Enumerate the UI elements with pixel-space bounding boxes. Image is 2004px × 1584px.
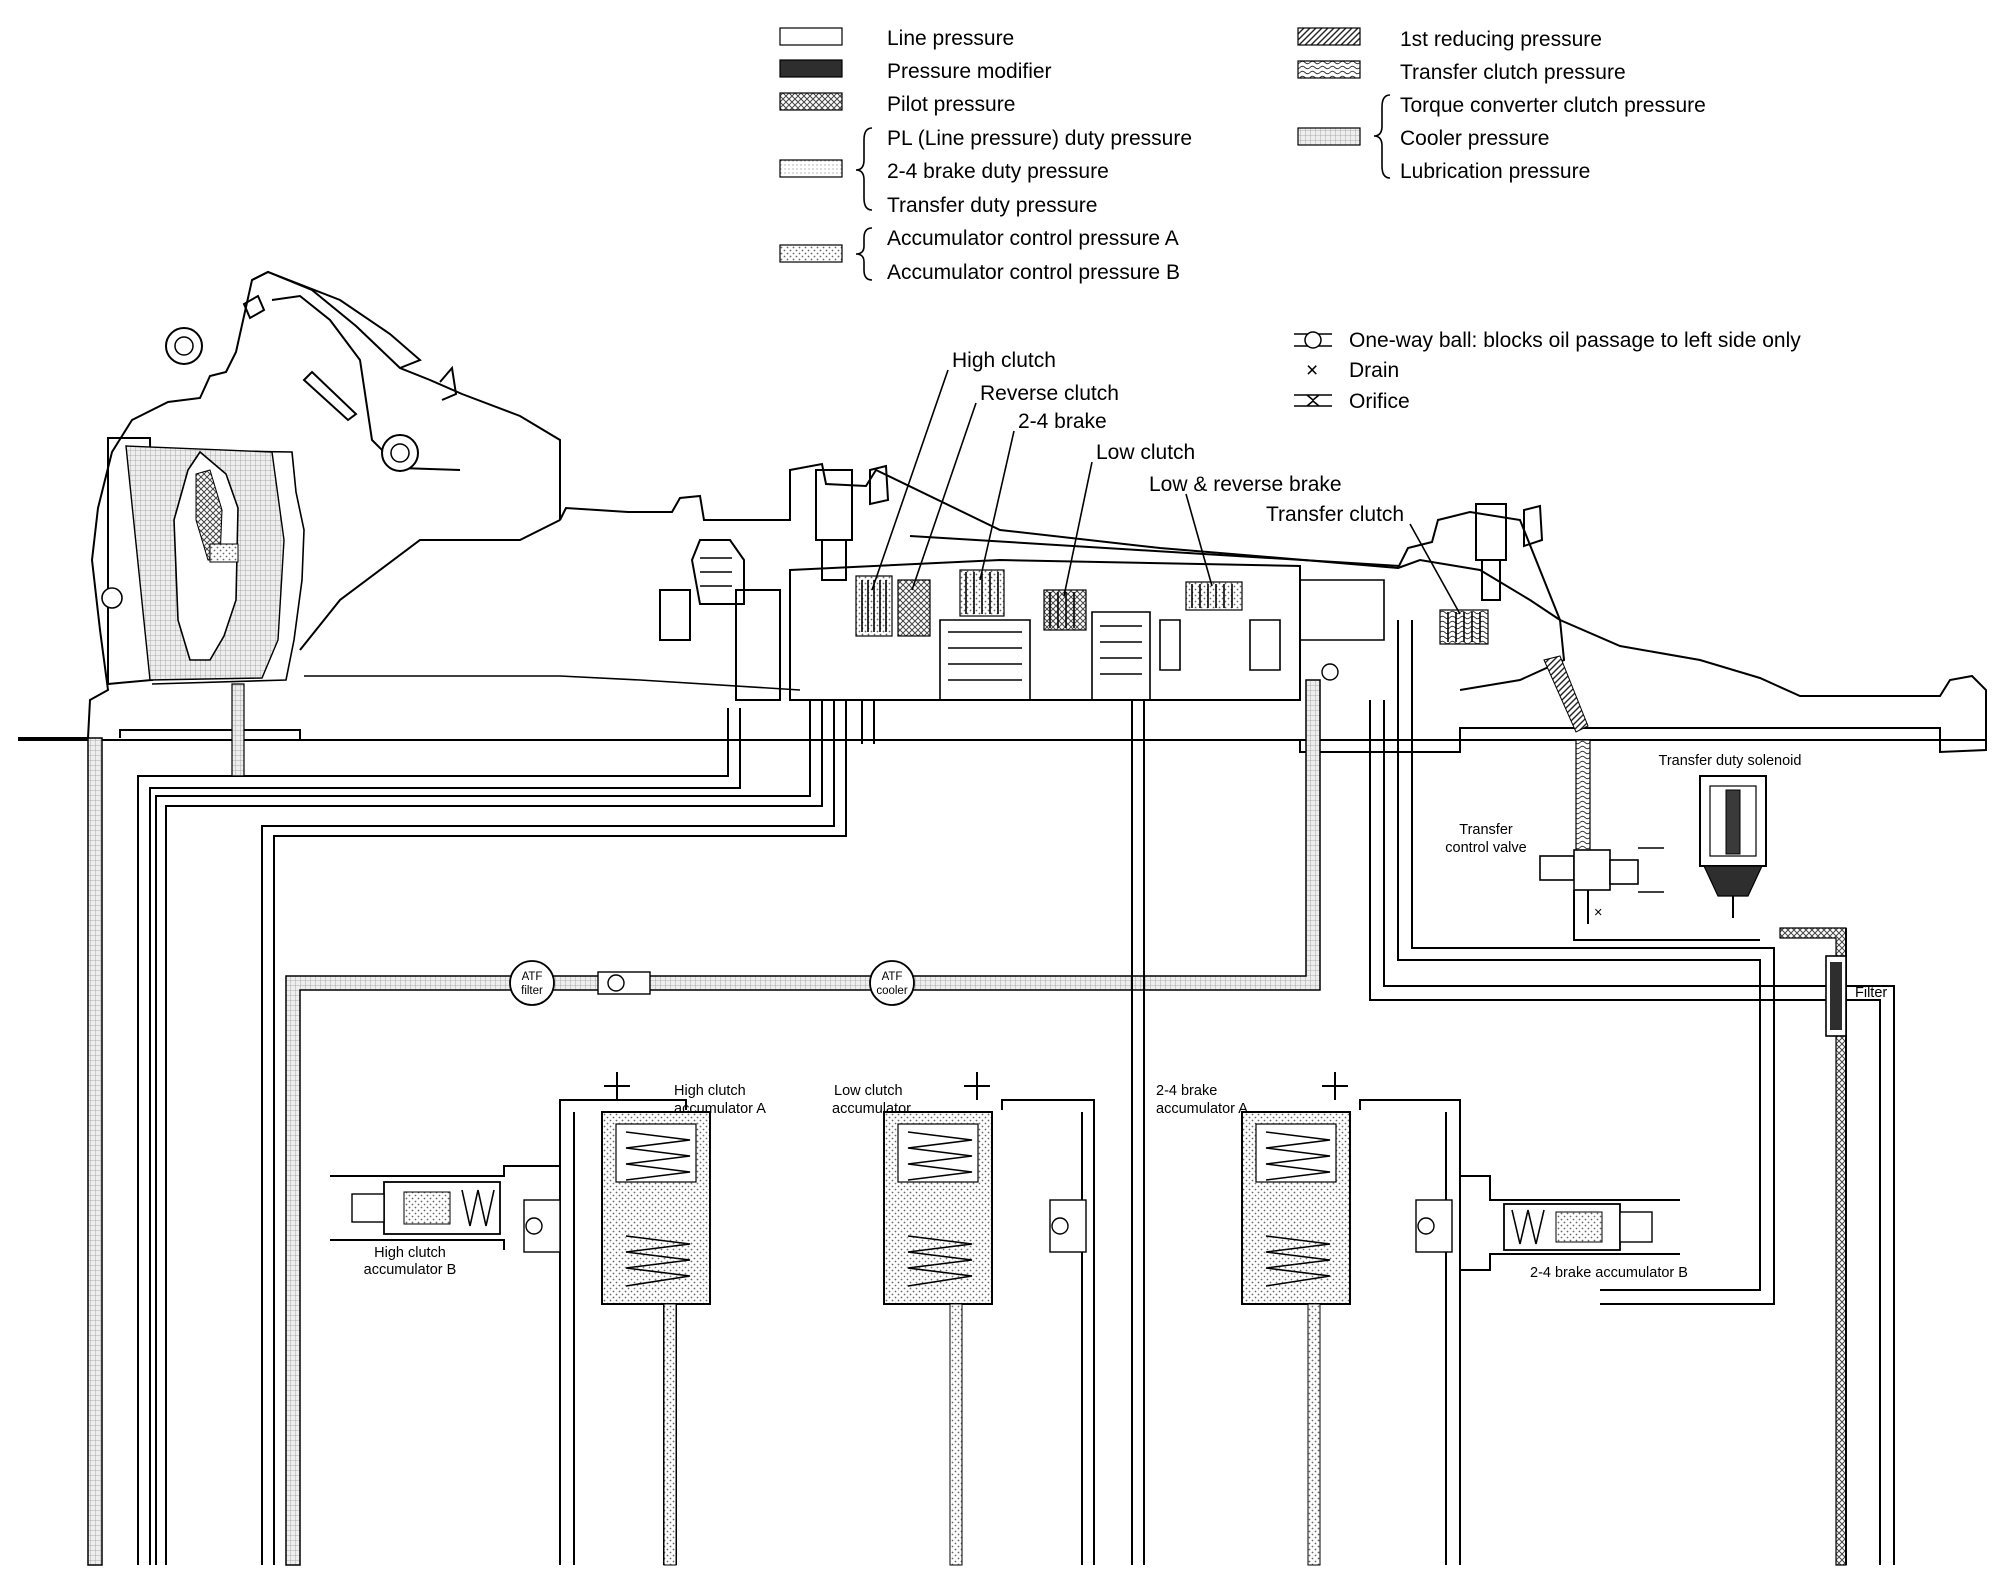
legend-label-first-reducing: 1st reducing pressure <box>1400 28 1602 51</box>
one-way-ball-icon <box>1294 331 1332 349</box>
legend-swatch-pressure-modifier <box>779 59 843 78</box>
low-clutch-accumulator-icon <box>883 1072 1095 1566</box>
label-low-clutch: Low clutch <box>1096 441 1195 464</box>
legend-swatch-duty-pressure <box>779 159 843 178</box>
legend-label-acc-ctrl-a: Accumulator control pressure A <box>887 227 1179 250</box>
legend: Line pressure Pressure modifier Pilot pr… <box>779 27 1706 284</box>
filter-icon <box>1825 955 1847 1037</box>
legend-brace-duty <box>855 127 873 211</box>
transfer-duty-solenoid-icon <box>1699 775 1767 918</box>
transfer-control-valve-label-1: Transfer <box>1459 822 1513 838</box>
label-brake24-acc-a-2: accumulator A <box>1156 1101 1248 1117</box>
transfer-duty-solenoid-label: Transfer duty solenoid <box>1659 753 1802 769</box>
legend-swatch-transfer-clutch-pressure <box>1297 60 1361 79</box>
high-clutch-accumulator-a-icon <box>559 1072 711 1566</box>
symbol-key: One-way ball: blocks oil passage to left… <box>1294 329 1801 413</box>
legend-label-24-brake-duty: 2-4 brake duty pressure <box>887 160 1109 183</box>
transfer-control-drain-icon: × <box>1594 905 1602 921</box>
label-transfer-clutch: Transfer clutch <box>1266 503 1404 526</box>
hydraulic-lines: ATF filter ATF cooler <box>87 620 1895 1566</box>
brake-24-accumulator-b-icon <box>1415 1175 1680 1271</box>
component-labels: High clutch Reverse clutch 2-4 brake Low… <box>871 349 1461 615</box>
legend-label-cooler: Cooler pressure <box>1400 127 1549 150</box>
filter-label: Filter <box>1855 985 1887 1001</box>
low-clutch-pack <box>1043 589 1087 631</box>
atf-filter-icon <box>509 960 555 1006</box>
transfer-control-assembly: × Transfer control valve Transfer duty s… <box>1445 753 1887 1037</box>
transfer-clutch-pack <box>1439 609 1489 645</box>
drain-icon: × <box>1306 359 1318 382</box>
atf-cooler-label-2: cooler <box>876 985 907 997</box>
legend-label-pressure-modifier: Pressure modifier <box>887 60 1052 83</box>
one-way-ball-cooler-line-icon <box>597 971 651 995</box>
transfer-control-valve-icon <box>1539 847 1760 941</box>
atf-cooler-label-1: ATF <box>882 971 903 983</box>
cooler-line <box>285 679 1321 1566</box>
high-clutch-accumulator-b-icon <box>330 1165 561 1253</box>
legend-swatch-accumulator-control <box>779 244 843 263</box>
transmission-cross-section <box>18 270 1987 754</box>
transfer-control-valve-label-2: control valve <box>1445 840 1526 856</box>
legend-label-transfer-clutch-pressure: Transfer clutch pressure <box>1400 61 1626 84</box>
label-brake-24: 2-4 brake <box>1018 410 1107 433</box>
atf-filter-label-2: filter <box>521 985 543 997</box>
legend-label-pilot-pressure: Pilot pressure <box>887 93 1015 116</box>
brake-24-pack <box>959 569 1005 617</box>
legend-brace-accumulator <box>855 227 873 281</box>
label-brake24-acc-b: 2-4 brake accumulator B <box>1530 1265 1688 1281</box>
label-high-clutch-acc-b-1: High clutch <box>374 1245 446 1261</box>
legend-swatch-first-reducing <box>1297 27 1361 46</box>
label-low-reverse-brake: Low & reverse brake <box>1149 473 1342 496</box>
symbol-label-orifice: Orifice <box>1349 390 1410 413</box>
legend-label-pl-duty: PL (Line pressure) duty pressure <box>887 127 1192 150</box>
label-high-clutch-acc-b-2: accumulator B <box>364 1262 457 1278</box>
label-brake24-acc-a-1: 2-4 brake <box>1156 1083 1217 1099</box>
atf-filter-label-1: ATF <box>522 971 543 983</box>
legend-brace-cooler <box>1373 94 1391 179</box>
label-high-clutch: High clutch <box>952 349 1056 372</box>
label-high-clutch-acc-a-2: accumulator A <box>674 1101 766 1117</box>
label-low-clutch-acc-1: Low clutch <box>834 1083 903 1099</box>
label-high-clutch-acc-a-1: High clutch <box>674 1083 746 1099</box>
label-low-clutch-acc-2: accumulator <box>832 1101 911 1117</box>
accumulators: High clutch accumulator A High clutch ac… <box>330 1072 1688 1566</box>
symbol-label-drain: Drain <box>1349 359 1399 382</box>
brake-24-accumulator-a-icon <box>1241 1072 1461 1566</box>
low-reverse-brake-pack <box>1185 581 1243 611</box>
orifice-icon <box>1294 394 1332 407</box>
legend-label-lubrication: Lubrication pressure <box>1400 160 1590 183</box>
legend-swatch-pilot-pressure <box>779 92 843 111</box>
legend-swatch-cooler-lube <box>1297 127 1361 146</box>
legend-label-line-pressure: Line pressure <box>887 27 1014 50</box>
atf-cooler-icon <box>869 960 915 1006</box>
reverse-clutch-pack <box>897 579 931 637</box>
symbol-label-one-way-ball: One-way ball: blocks oil passage to left… <box>1349 329 1801 352</box>
legend-label-tcc: Torque converter clutch pressure <box>1400 94 1706 117</box>
label-reverse-clutch: Reverse clutch <box>980 382 1119 405</box>
legend-label-transfer-duty: Transfer duty pressure <box>887 194 1097 217</box>
legend-swatch-line-pressure <box>779 27 843 46</box>
lube-line-left <box>87 737 103 1566</box>
legend-label-acc-ctrl-b: Accumulator control pressure B <box>887 261 1180 284</box>
